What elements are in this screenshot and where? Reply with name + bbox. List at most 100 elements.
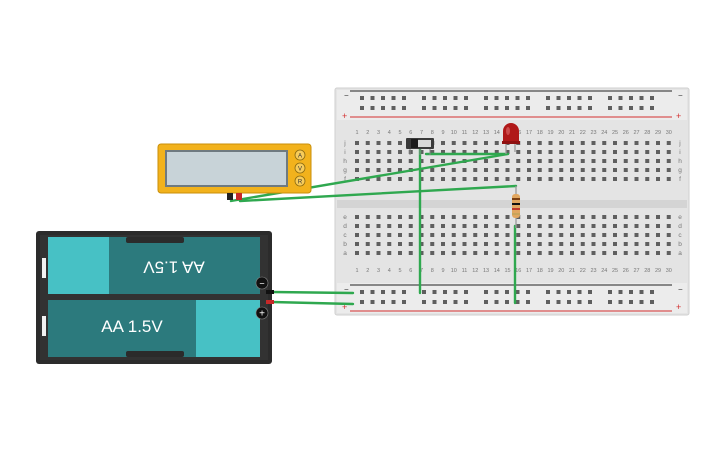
breadboard-hole[interactable] <box>408 224 413 228</box>
breadboard-hole[interactable] <box>391 106 396 110</box>
breadboard-hole[interactable] <box>629 106 633 110</box>
breadboard-hole[interactable] <box>556 290 561 294</box>
breadboard-hole[interactable] <box>370 290 375 294</box>
breadboard-hole[interactable] <box>376 215 381 219</box>
breadboard-hole[interactable] <box>666 150 671 154</box>
led[interactable] <box>502 123 520 154</box>
breadboard-hole[interactable] <box>430 177 435 181</box>
breadboard-hole[interactable] <box>494 300 499 304</box>
breadboard-hole[interactable] <box>526 300 530 304</box>
breadboard-hole[interactable] <box>559 168 564 172</box>
breadboard-hole[interactable] <box>432 300 437 304</box>
battery-terminal-plus[interactable] <box>255 306 269 320</box>
breadboard-hole[interactable] <box>376 159 381 163</box>
breadboard-hole[interactable] <box>656 150 660 154</box>
breadboard-hole[interactable] <box>451 150 456 154</box>
breadboard-hole[interactable] <box>355 215 359 219</box>
breadboard-hole[interactable] <box>387 251 392 255</box>
breadboard-hole[interactable] <box>451 251 456 255</box>
breadboard-hole[interactable] <box>577 300 582 304</box>
breadboard-hole[interactable] <box>402 96 406 100</box>
breadboard-hole[interactable] <box>591 233 596 237</box>
switch-knob[interactable] <box>411 139 418 148</box>
breadboard-hole[interactable] <box>494 251 499 255</box>
breadboard-hole[interactable] <box>441 141 445 145</box>
breadboard-hole[interactable] <box>608 96 612 100</box>
breadboard-hole[interactable] <box>634 159 639 163</box>
breadboard-hole[interactable] <box>556 96 561 100</box>
breadboard-hole[interactable] <box>419 215 424 219</box>
breadboard-hole[interactable] <box>559 215 564 219</box>
breadboard-hole[interactable] <box>548 168 553 172</box>
mode-button-a[interactable] <box>294 149 306 161</box>
breadboard-hole[interactable] <box>462 168 467 172</box>
breadboard-hole[interactable] <box>516 159 521 163</box>
breadboard-hole[interactable] <box>360 300 364 304</box>
breadboard-hole[interactable] <box>666 177 671 181</box>
breadboard-hole[interactable] <box>505 300 509 304</box>
breadboard-hole[interactable] <box>419 150 424 154</box>
breadboard-hole[interactable] <box>419 168 424 172</box>
breadboard-hole[interactable] <box>376 233 381 237</box>
breadboard-hole[interactable] <box>494 141 499 145</box>
breadboard-hole[interactable] <box>387 233 392 237</box>
breadboard-hole[interactable] <box>656 168 660 172</box>
breadboard-hole[interactable] <box>516 242 521 246</box>
breadboard-hole[interactable] <box>608 106 612 110</box>
breadboard-hole[interactable] <box>365 233 370 237</box>
breadboard-hole[interactable] <box>537 242 542 246</box>
breadboard-hole[interactable] <box>516 233 521 237</box>
breadboard-hole[interactable] <box>381 106 385 110</box>
mode-button-r[interactable] <box>294 175 306 187</box>
breadboard-hole[interactable] <box>650 106 654 110</box>
breadboard-hole[interactable] <box>588 300 592 304</box>
breadboard-hole[interactable] <box>515 290 520 294</box>
breadboard-hole[interactable] <box>515 300 520 304</box>
breadboard-hole[interactable] <box>451 215 456 219</box>
breadboard-hole[interactable] <box>451 224 456 228</box>
breadboard-hole[interactable] <box>387 150 392 154</box>
breadboard-hole[interactable] <box>376 141 381 145</box>
breadboard-hole[interactable] <box>580 224 585 228</box>
wire-battery-minus-to-rail[interactable] <box>270 290 355 295</box>
breadboard-hole[interactable] <box>355 141 359 145</box>
breadboard-hole[interactable] <box>398 215 402 219</box>
breadboard-hole[interactable] <box>623 177 628 181</box>
breadboard-hole[interactable] <box>451 141 456 145</box>
breadboard-hole[interactable] <box>381 300 385 304</box>
breadboard-hole[interactable] <box>505 224 510 228</box>
breadboard-hole[interactable] <box>430 150 435 154</box>
breadboard-hole[interactable] <box>441 168 445 172</box>
breadboard-hole[interactable] <box>645 168 650 172</box>
breadboard-hole[interactable] <box>588 106 592 110</box>
breadboard-hole[interactable] <box>639 300 644 304</box>
breadboard-hole[interactable] <box>559 224 564 228</box>
breadboard-hole[interactable] <box>398 159 402 163</box>
breadboard-hole[interactable] <box>645 233 650 237</box>
breadboard-hole[interactable] <box>494 242 499 246</box>
breadboard-hole[interactable] <box>462 251 467 255</box>
breadboard-hole[interactable] <box>629 300 633 304</box>
breadboard-hole[interactable] <box>613 168 617 172</box>
breadboard-hole[interactable] <box>473 233 478 237</box>
breadboard-hole[interactable] <box>505 106 509 110</box>
breadboard-hole[interactable] <box>602 150 607 154</box>
breadboard-hole[interactable] <box>580 242 585 246</box>
breadboard-hole[interactable] <box>645 159 650 163</box>
breadboard-hole[interactable] <box>419 242 424 246</box>
breadboard-hole[interactable] <box>402 106 406 110</box>
breadboard-hole[interactable] <box>484 242 488 246</box>
breadboard-hole[interactable] <box>650 300 654 304</box>
breadboard-hole[interactable] <box>515 106 520 110</box>
breadboard-hole[interactable] <box>666 159 671 163</box>
breadboard-hole[interactable] <box>623 141 628 145</box>
breadboard-hole[interactable] <box>473 141 478 145</box>
breadboard-hole[interactable] <box>608 290 612 294</box>
breadboard-hole[interactable] <box>484 177 488 181</box>
breadboard-hole[interactable] <box>387 177 392 181</box>
breadboard-hole[interactable] <box>484 290 488 294</box>
breadboard-hole[interactable] <box>588 96 592 100</box>
breadboard-hole[interactable] <box>577 106 582 110</box>
breadboard-hole[interactable] <box>580 159 585 163</box>
breadboard-hole[interactable] <box>422 106 426 110</box>
